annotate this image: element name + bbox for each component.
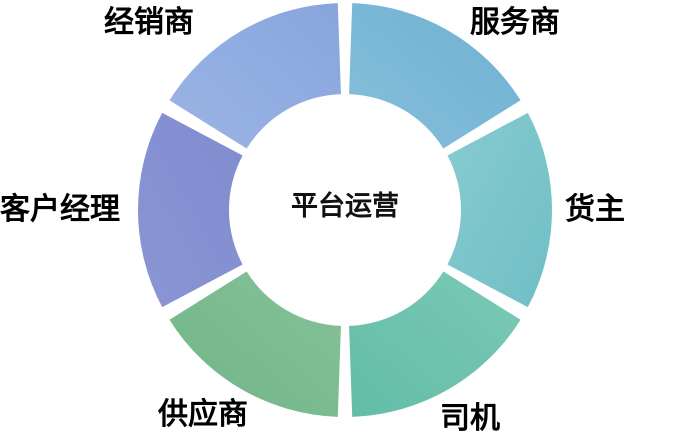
segment-label-huozhu: 货主 [565, 193, 625, 226]
segment-label-kehujingli: 客户经理 [0, 193, 120, 226]
donut-segment-jingxiaoshang [169, 3, 341, 149]
donut-segments-group [138, 3, 552, 417]
donut-segment-siji [349, 271, 521, 417]
center-label-platform-operations: 平台运营 [291, 191, 399, 221]
segment-label-gongyingshang: 供应商 [158, 398, 248, 431]
segment-label-fuwushang: 服务商 [470, 6, 560, 39]
donut-segment-kehujingli [138, 112, 243, 308]
donut-segment-huozhu [447, 112, 552, 308]
segment-label-siji: 司机 [440, 402, 500, 435]
donut-segment-gongyingshang [169, 271, 341, 417]
donut-segment-fuwushang [349, 3, 521, 149]
segment-label-jingxiaoshang: 经销商 [104, 6, 194, 39]
